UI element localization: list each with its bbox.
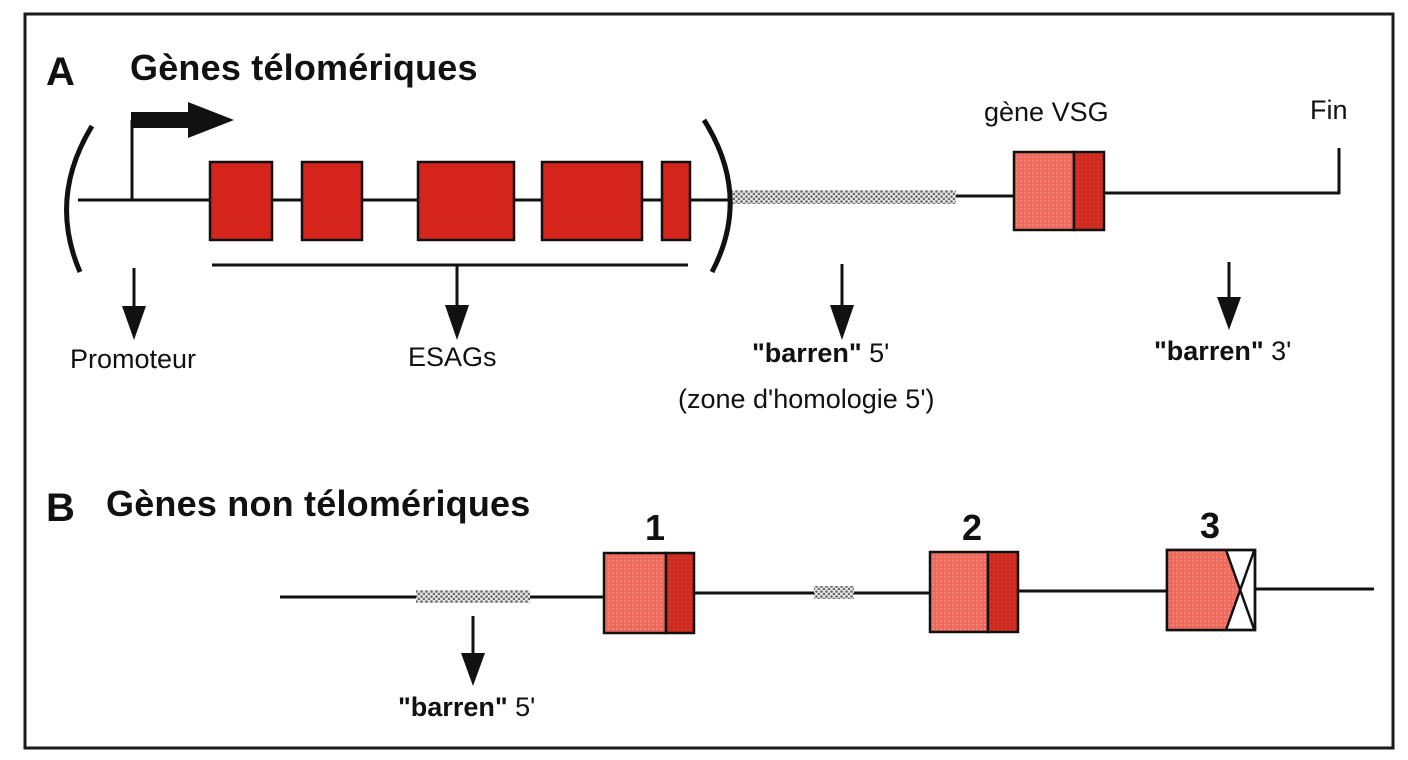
barren-5-region-b <box>416 590 530 603</box>
arrow-down-barren3-icon <box>1217 262 1241 330</box>
panel-b-letter: B <box>46 486 75 530</box>
gene-number-2: 2 <box>962 507 983 548</box>
barren-5-label-a: "barren" 5' <box>752 340 889 367</box>
gene-box-3 <box>1165 548 1257 632</box>
esags-label: ESAGs <box>408 342 497 372</box>
figure-frame <box>23 12 1395 750</box>
barren-3-label-a: "barren" 3' <box>1154 338 1291 365</box>
homology-region-b <box>814 586 854 599</box>
esag-box-2 <box>300 160 364 242</box>
panel-a-diagram <box>64 102 1341 340</box>
esag-box-4 <box>540 160 644 242</box>
arrow-down-promoter-icon <box>122 268 146 340</box>
promoter-label: Promoteur <box>70 344 197 374</box>
promoter-arrow-icon <box>131 102 234 138</box>
panel-a-title: Gènes télomériques <box>130 47 478 88</box>
panel-a-letter: A <box>46 50 75 94</box>
arrow-down-barren5-icon <box>830 264 854 340</box>
esag-box-3 <box>416 160 516 242</box>
gene-number-3: 3 <box>1200 505 1221 546</box>
barren-3-label-a-bold: "barren" <box>1154 336 1264 366</box>
esag-box-1 <box>208 160 274 242</box>
arrow-down-barren5-b-icon <box>461 616 485 686</box>
barren-5-region-a <box>728 190 956 204</box>
barren-5-label-a-suffix: 5' <box>861 338 890 368</box>
esag-box-5 <box>660 160 692 242</box>
bracket-left <box>64 124 95 273</box>
vsg-gene-label: gène VSG <box>984 97 1109 127</box>
end-label: Fin <box>1310 95 1348 125</box>
panel-b-diagram <box>280 548 1374 686</box>
barren-5-label-b-bold: "barren" <box>398 692 508 722</box>
vsg-gene-box <box>1012 150 1106 232</box>
gene-box-1 <box>602 551 696 635</box>
arrow-down-esags-icon <box>445 266 469 340</box>
panel-b-title: Gènes non télomériques <box>106 483 531 524</box>
barren-3-label-a-suffix: 3' <box>1263 336 1292 366</box>
barren-5-note-a: (zone d'homologie 5') <box>678 384 935 414</box>
barren-5-label-a-bold: "barren" <box>752 338 862 368</box>
gene-box-2 <box>928 550 1020 634</box>
bracket-right <box>701 118 733 274</box>
gene-number-1: 1 <box>645 507 666 548</box>
barren-5-label-b: "barren" 5' <box>398 694 535 721</box>
barren-5-label-b-suffix: 5' <box>507 692 536 722</box>
